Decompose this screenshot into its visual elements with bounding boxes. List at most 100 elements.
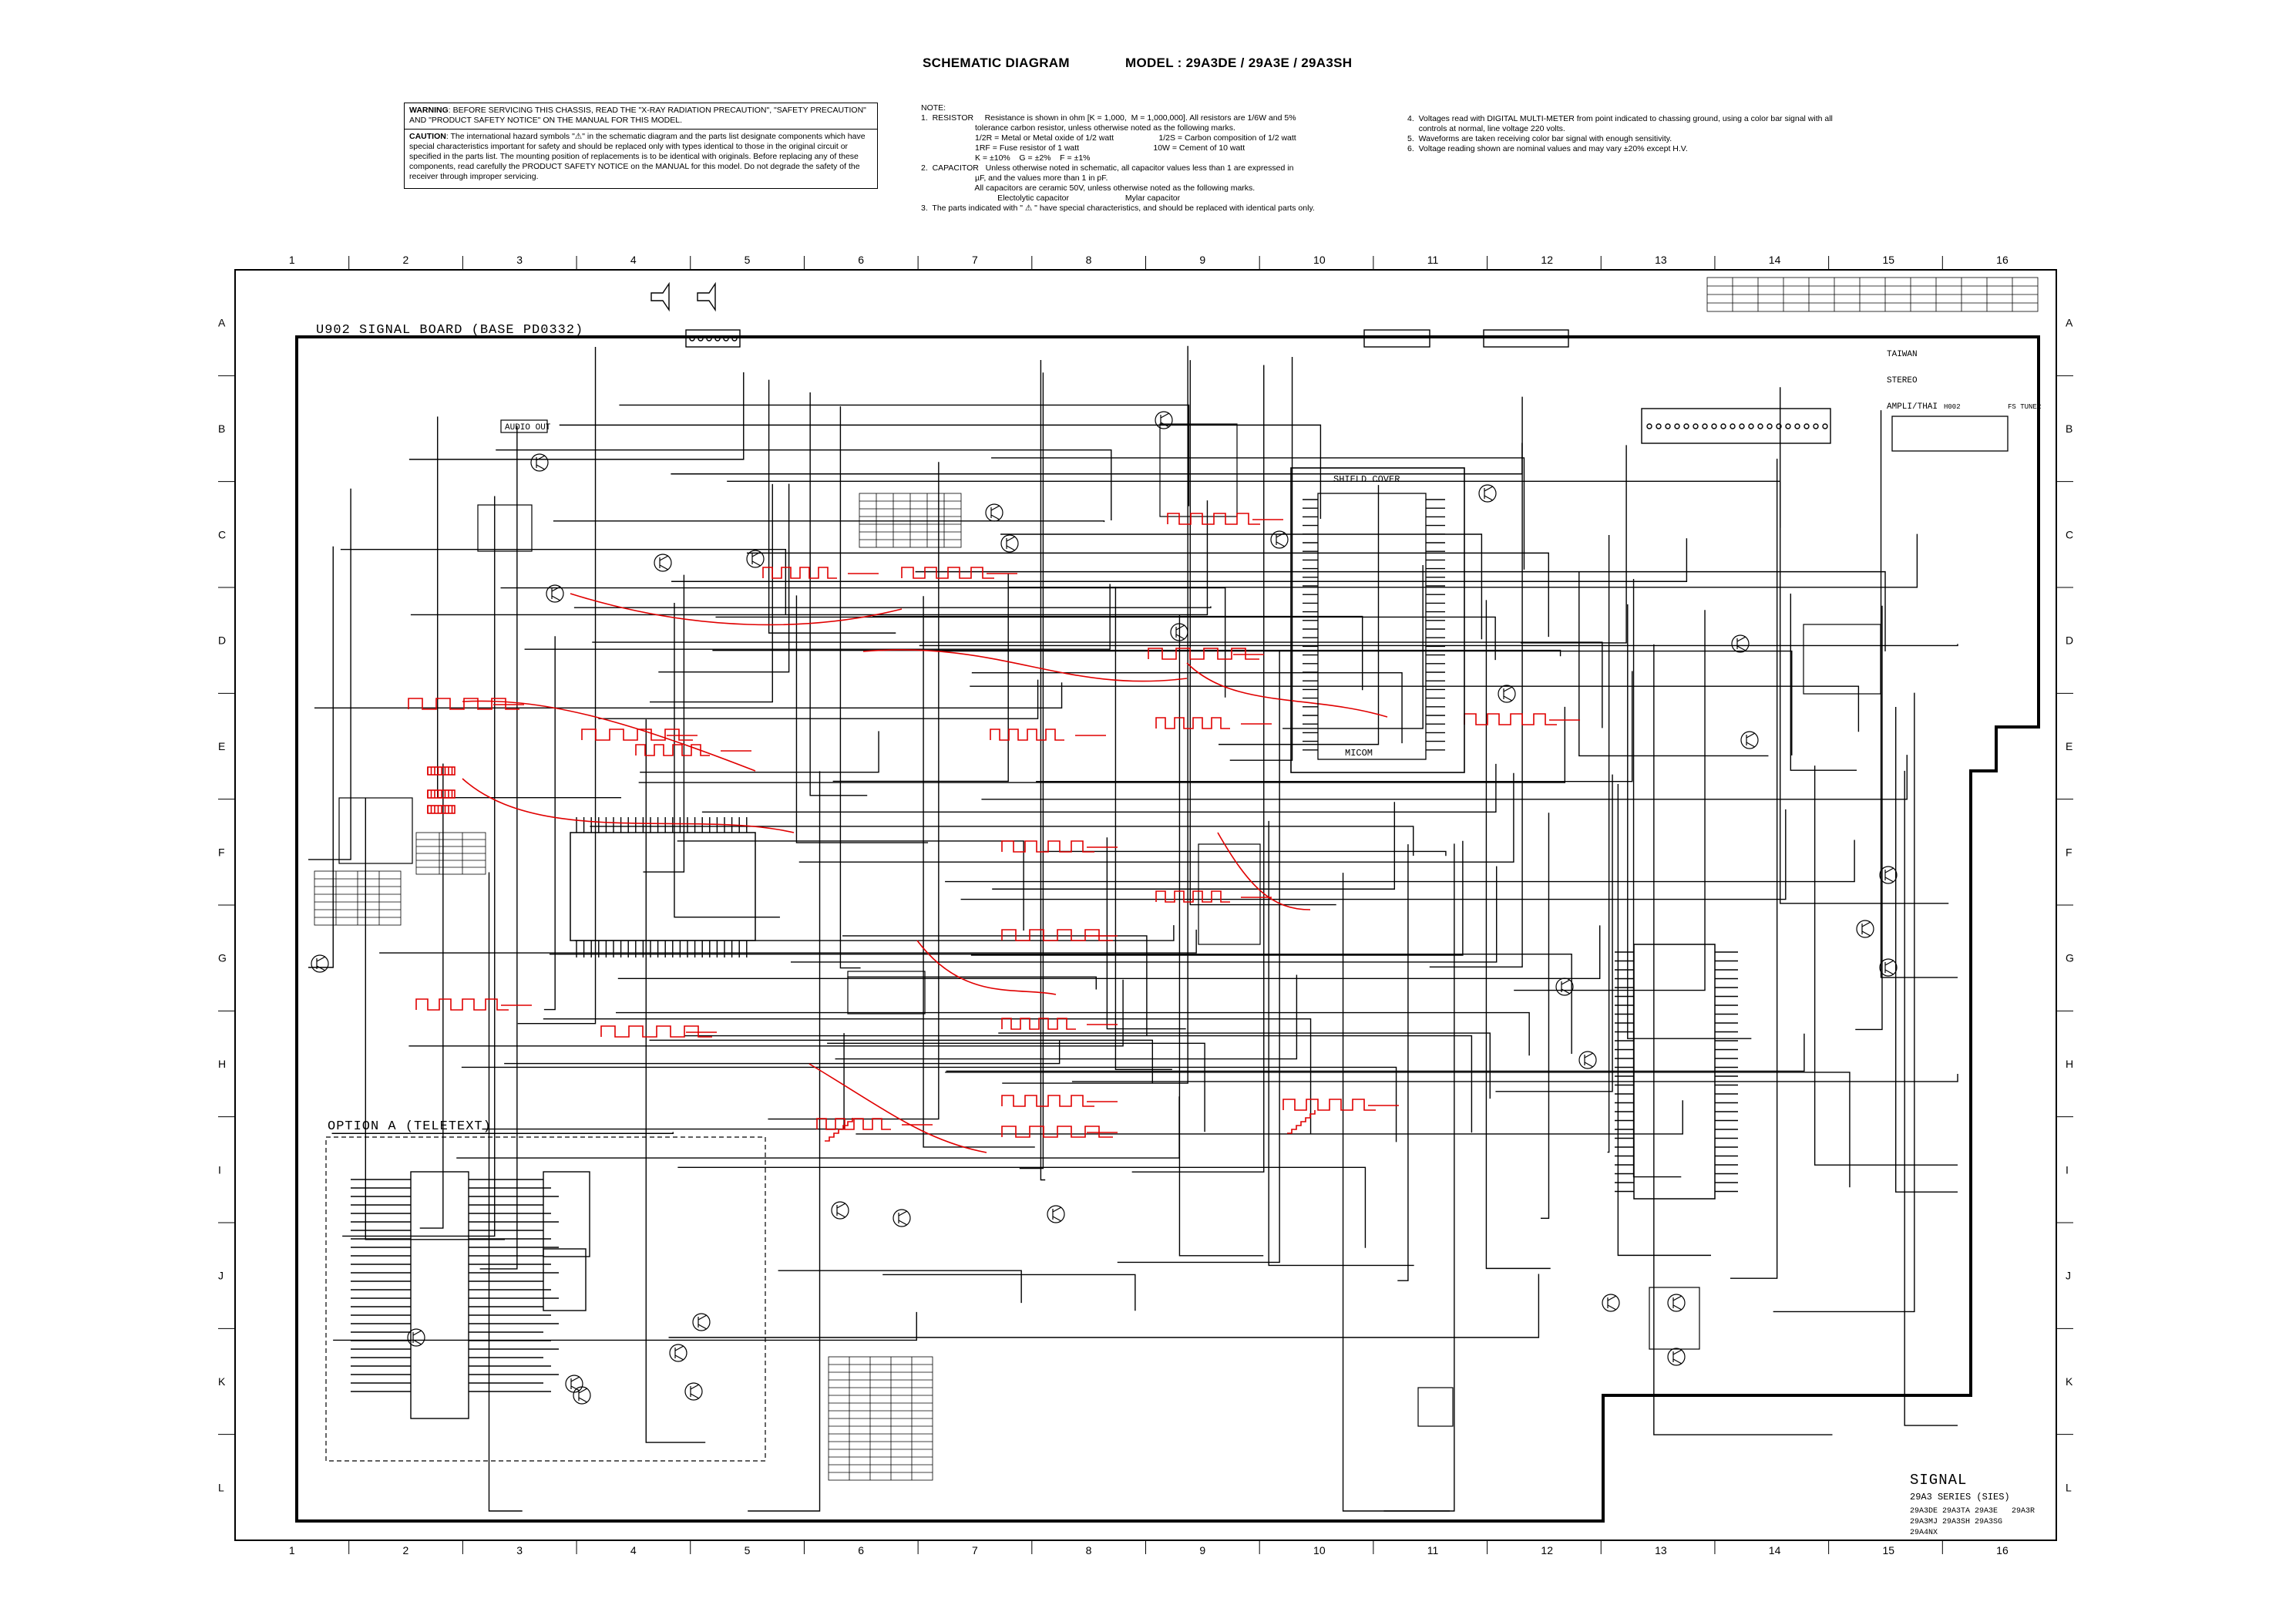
connector-pin [1822,423,1828,429]
transistor-collector [698,1314,708,1321]
waveform-sketch [1464,713,1557,725]
waveform-sketch [581,729,693,741]
wire [1342,873,1450,1512]
wire [856,1100,1683,1135]
wire [1044,850,1447,856]
connector-pin [1720,423,1726,429]
wire [573,606,1212,608]
wire [408,979,1124,1047]
red-annotations [408,513,1580,1153]
wire [1282,565,1424,729]
shield-cover-box [1290,467,1465,773]
grid-row-label: K [2066,1375,2073,1388]
warning-box: WARNING: BEFORE SERVICING THIS CHASSIS, … [404,103,878,189]
wire [946,1033,1805,1072]
transistor-collector [751,551,761,557]
transistor-emitter [1672,1358,1683,1365]
transistor-collector [1607,1295,1617,1301]
wire [1617,784,1712,1257]
wire [1268,820,1414,1267]
grid-row-label: D [2066,634,2073,647]
wire [1730,458,1778,1279]
transistor-collector [1006,536,1016,542]
grid-row-label: E [218,740,225,752]
connector-pin [689,335,695,342]
connector [1483,329,1569,348]
waveform-sketch [600,1025,712,1038]
transistor [684,1382,703,1401]
grid-column-label: 15 [1882,254,1894,266]
connector-pin [1776,423,1782,429]
transistor-collector [1672,1349,1683,1355]
connector [1363,329,1430,348]
wire [340,549,787,615]
transistor [1856,920,1874,938]
signal-board-boundary [295,335,2040,1523]
tuner-box [1891,416,2009,452]
grid-column-label: 6 [858,1544,864,1556]
connector-pin [1748,423,1754,429]
ic-package [1417,1387,1454,1427]
parts-tables [314,277,2039,1481]
wire [809,392,868,796]
transistor [1667,1348,1686,1366]
wire [1855,605,1883,1031]
annotation-trace [570,593,903,626]
connector-pin [723,335,729,342]
wire [768,379,896,634]
option-a-area [325,1136,766,1462]
transistor-collector [1503,686,1513,692]
wire [748,771,821,1512]
transistor-collector [1861,921,1871,927]
annotation-trace [1186,662,1388,718]
signal-title: SIGNAL [1910,1472,1967,1489]
transistor-emitter [1052,1216,1062,1222]
notes-right: 4. Voltages read with DIGITAL MULTI-METE… [1407,114,1833,154]
grid-column-label: 5 [745,1544,751,1556]
grid-column-label: 9 [1199,1544,1205,1556]
waveform-sketch [635,744,710,756]
note-line: Electolytic capacitor Mylar capacitor [921,193,1181,203]
transistor-collector [1884,960,1894,966]
transistor-emitter [412,1339,422,1345]
note-line: K = ±10% G = ±2% F = ±1% [921,153,1091,163]
waveform-sketch [1148,648,1259,660]
wire [619,404,1190,506]
micom-ic [1317,493,1427,760]
shield-cover-label: SHIELD COVER [1333,474,1400,485]
transistor [1879,866,1898,884]
grid-frame [234,269,2057,1541]
connector-pin [1785,423,1791,429]
transistor-emitter [836,1212,846,1218]
grid-column-label: 9 [1199,254,1205,266]
model-title: MODEL : 29A3DE / 29A3E / 29A3SH [1125,56,1353,70]
wire [638,706,1566,783]
signal-models-2: 29A3MJ 29A3SH 29A3SG [1910,1518,2002,1526]
wire [1114,587,1172,1070]
transistor-emitter [1006,545,1016,551]
transistor [692,1313,711,1331]
transistor [1740,731,1759,749]
wire [1773,692,1915,1313]
warning-paragraph: WARNING: BEFORE SERVICING THIS CHASSIS, … [409,106,866,125]
connector-pin [1693,423,1699,429]
grid-column-label: 11 [1427,254,1439,266]
transistor-emitter [536,464,546,470]
signal-models-3: 29A4NX [1910,1529,1938,1537]
connector-pin [1674,423,1680,429]
grid-row-label: J [2066,1270,2071,1282]
wire [992,802,1396,890]
connector-pin [1730,423,1736,429]
wire [1578,571,1769,757]
wire [308,488,351,860]
note-line: NOTE: [921,103,946,113]
wire [1036,671,1633,782]
wire [712,649,1561,657]
transistor-collector [1484,486,1494,492]
transistor [669,1344,687,1362]
transistor-emitter [690,1393,700,1399]
connector-pin [1804,423,1810,429]
grid-row-label: G [218,952,227,964]
wire [616,1011,1530,1056]
